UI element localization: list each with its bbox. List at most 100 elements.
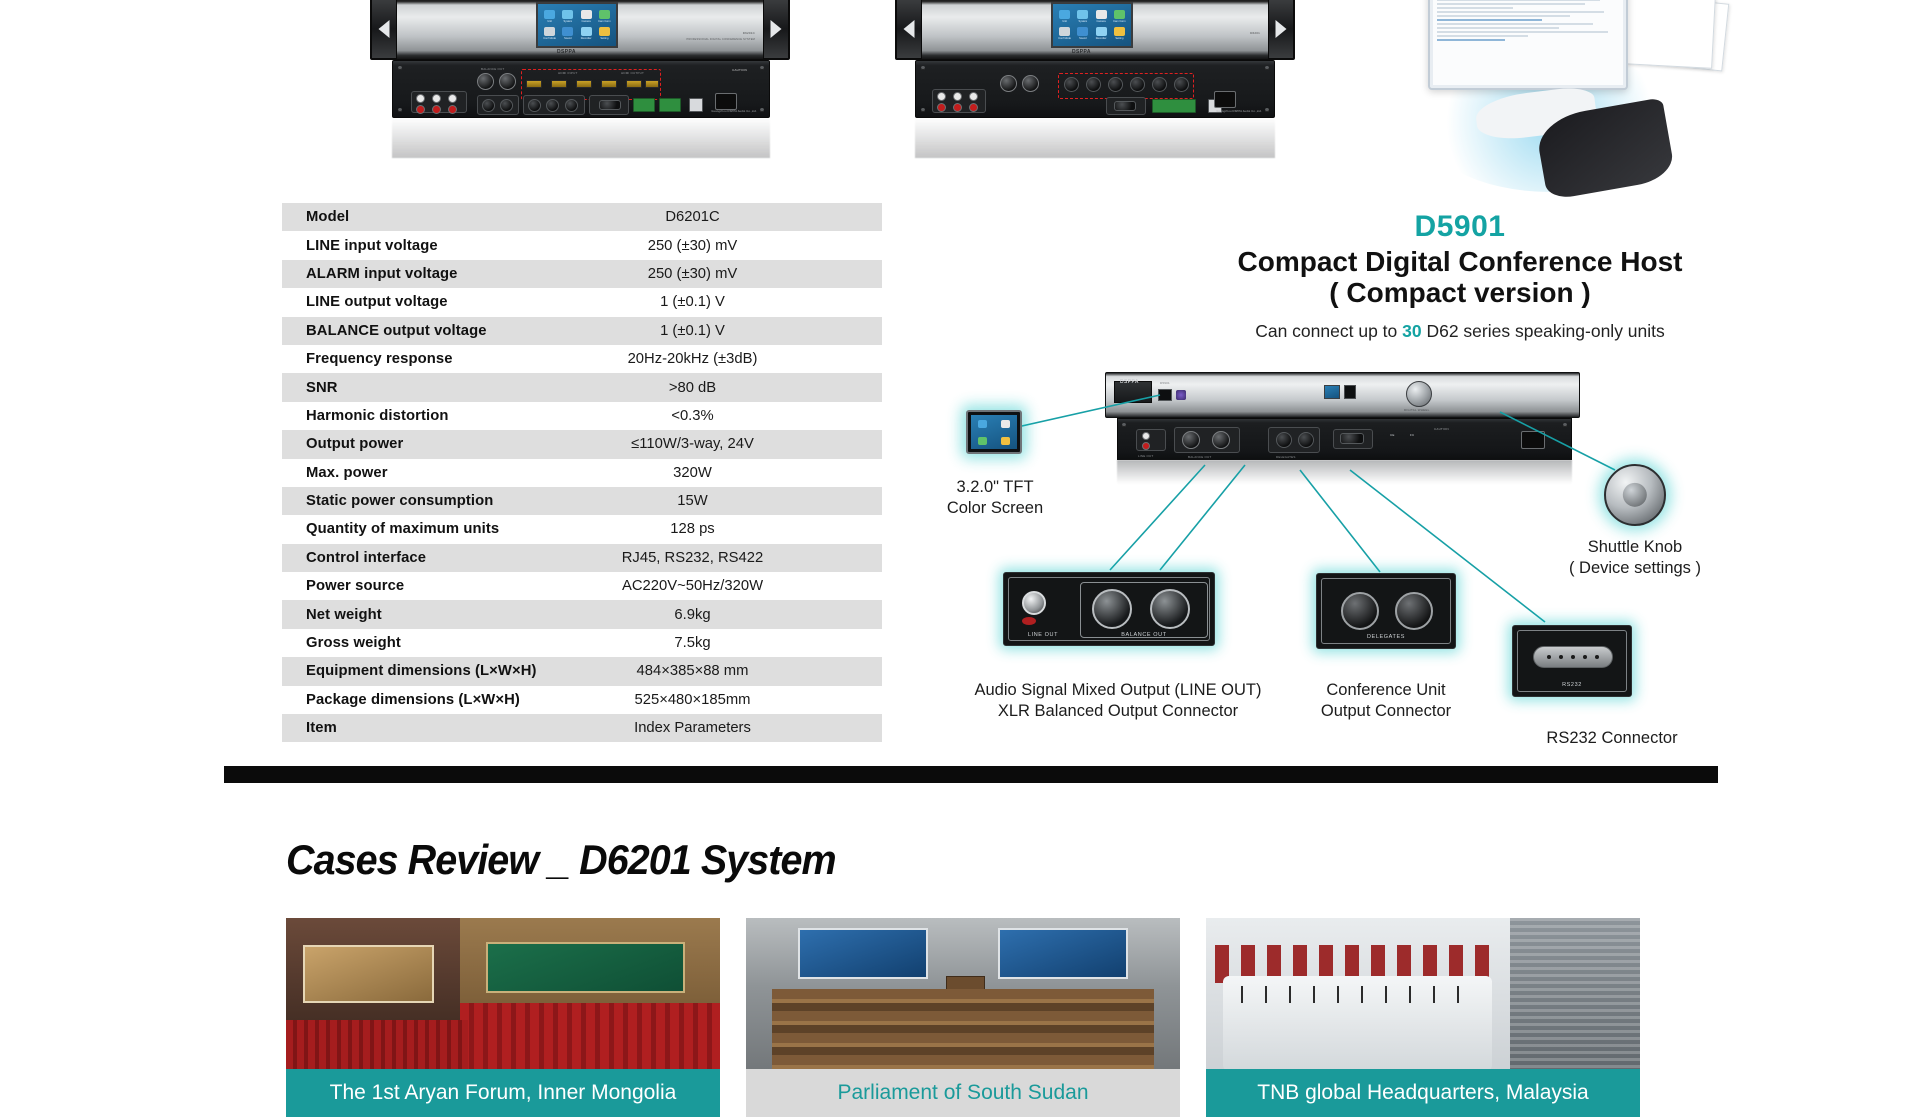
rack-ear-left-b	[896, 0, 922, 59]
front-model-label-b: D6201	[1250, 31, 1260, 35]
spec-label: Equipment dimensions (L×W×H)	[306, 663, 537, 680]
spec-label: SNR	[306, 379, 338, 396]
iec-power-inlet	[715, 93, 737, 110]
hdmi-port	[626, 80, 642, 88]
d5901-host-photo: DSPPA D5901 DIGITAL WHEEL LINE OUT BALAN…	[1105, 372, 1580, 484]
spec-value: Index Parameters	[634, 720, 751, 737]
hdmi-port	[601, 80, 617, 88]
din-connector	[1341, 592, 1379, 630]
brand-logo-a: DSPPA	[557, 49, 576, 55]
spec-label: LINE input voltage	[306, 237, 438, 254]
balance-out-frame	[1080, 582, 1208, 638]
spec-label: Harmonic distortion	[306, 407, 449, 424]
spec-value: 15W	[677, 493, 708, 510]
callout-label-rs232: RS232 Connector	[1546, 729, 1678, 747]
callout-chip-delegates: DELEGATES	[1316, 573, 1456, 649]
product-photo-d6201: Unit System Camera Cam Conn Conf Mode So…	[895, 0, 1295, 173]
host-brand-logo: DSPPA	[1120, 379, 1139, 385]
spec-value: AC220V~50Hz/320W	[621, 578, 764, 595]
chip-label-line-out: LINE OUT	[1027, 632, 1059, 638]
case-photo	[1206, 918, 1640, 1088]
d5901-product-block: D5901 Compact Digital Conference Host ( …	[1060, 210, 1860, 342]
callout-chip-shuttle-knob	[1604, 464, 1666, 526]
chip-label-delegates: DELEGATES	[1366, 634, 1405, 640]
xlr-connector	[1000, 75, 1017, 92]
spec-value: ≤110W/3-way, 24V	[631, 436, 754, 453]
callout-label-delegates: Conference Unit Output Connector	[1286, 680, 1486, 722]
spec-label: Output power	[306, 436, 404, 453]
product-photo-strip: Unit System Camera Cam Conn Conf Mode So…	[0, 0, 1920, 201]
host-line-out-group	[1136, 429, 1166, 451]
host-keypad	[1344, 385, 1356, 399]
line-out-label-line2: XLR Balanced Output Connector	[997, 701, 1239, 720]
spec-value: D6201C	[665, 209, 720, 226]
section-divider	[224, 766, 1718, 783]
tft-screen-b: Unit System Camera Cam Conn Conf Mode So…	[1051, 2, 1133, 48]
rack-ear-right-b	[1268, 0, 1294, 59]
spec-value: 525×480×185mm	[634, 691, 751, 708]
spec-label: Max. power	[306, 464, 388, 481]
case-caption: TNB global Headquarters, Malaysia	[1206, 1069, 1640, 1117]
rack-front-panel-a: Unit System Camera Cam Conn Conf Mode So…	[370, 0, 790, 60]
hdmi-port	[526, 80, 542, 88]
din-connector	[1395, 592, 1433, 630]
hdmi-port	[645, 80, 659, 88]
product-title-line2: ( Compact version )	[1329, 277, 1591, 309]
rack-ear-right-a	[763, 0, 789, 59]
front-model-label-a: D6201C	[742, 31, 755, 35]
company-label: Guangzhou DSPPA Audio Co.,Ltd.	[711, 110, 757, 113]
case-caption: Parliament of South Sudan	[746, 1069, 1180, 1117]
host-knob-label: DIGITAL WHEEL	[1404, 408, 1430, 412]
spec-row: SNR>80 dB	[282, 373, 882, 402]
spec-value: 1 (±0.1) V	[660, 322, 725, 339]
green-terminal-block	[633, 98, 655, 112]
hdmi-output-label: HDMI OUTPUT	[621, 71, 645, 75]
spec-value: 6.9kg	[674, 606, 711, 623]
case-photo	[746, 918, 1180, 1088]
company-label: Guangzhou DSPPA Audio Co.,Ltd.	[1216, 110, 1262, 113]
tft-screen-a: Unit System Camera Cam Conn Conf Mode So…	[536, 2, 618, 48]
cases-card-list: The 1st Aryan Forum, Inner Mongolia Parl…	[286, 918, 1666, 1117]
host-delegates-label: DELEGATES	[1276, 455, 1296, 459]
host-reflection	[1117, 460, 1572, 484]
brand-logo-b: DSPPA	[1072, 49, 1091, 55]
spec-value: 7.5kg	[674, 635, 711, 652]
case-card[interactable]: Parliament of South Sudan	[746, 918, 1180, 1117]
spec-value: 20Hz-20kHz (±3dB)	[627, 351, 758, 368]
spec-row: BALANCE output voltage 1 (±0.1) V	[282, 316, 882, 345]
host-model-label: D5901	[1160, 381, 1170, 385]
callout-chip-rs232: RS232	[1512, 625, 1632, 697]
spec-value: 1 (±0.1) V	[660, 294, 725, 311]
xlr-connector	[1022, 75, 1039, 92]
product-title-line1: Compact Digital Conference Host	[1237, 246, 1683, 277]
cases-review-title: Cases Review _ D6201 System	[286, 836, 837, 883]
subtitle-unit-count: 30	[1402, 320, 1422, 341]
host-tft-screen	[1324, 385, 1340, 399]
rca-jack-red	[1022, 617, 1036, 625]
caution-label: CAUTION	[732, 68, 747, 72]
host-display-small	[1158, 389, 1172, 401]
spec-label: Model	[306, 209, 350, 226]
tablet-screen	[1433, 0, 1623, 85]
host-line-out-label: LINE OUT	[1138, 454, 1154, 458]
case-card[interactable]: TNB global Headquarters, Malaysia	[1206, 918, 1640, 1117]
product-subtitle: Can connect up to 30 D62 series speaking…	[1060, 321, 1860, 342]
subtitle-suffix: D62 series speaking-only units	[1421, 320, 1665, 341]
product-code: D5901	[1414, 210, 1506, 243]
spec-label: Control interface	[306, 549, 427, 566]
rack-ear-left-a	[371, 0, 397, 59]
spec-label: BALANCE output voltage	[306, 322, 487, 339]
product-photo-d6201c: Unit System Camera Cam Conn Conf Mode So…	[370, 0, 790, 173]
spec-label: Static power consumption	[306, 493, 494, 510]
spec-value: 320W	[673, 464, 712, 481]
spec-value: 484×385×88 mm	[636, 663, 749, 680]
spec-label: ALARM input voltage	[306, 265, 458, 282]
case-card[interactable]: The 1st Aryan Forum, Inner Mongolia	[286, 918, 720, 1117]
